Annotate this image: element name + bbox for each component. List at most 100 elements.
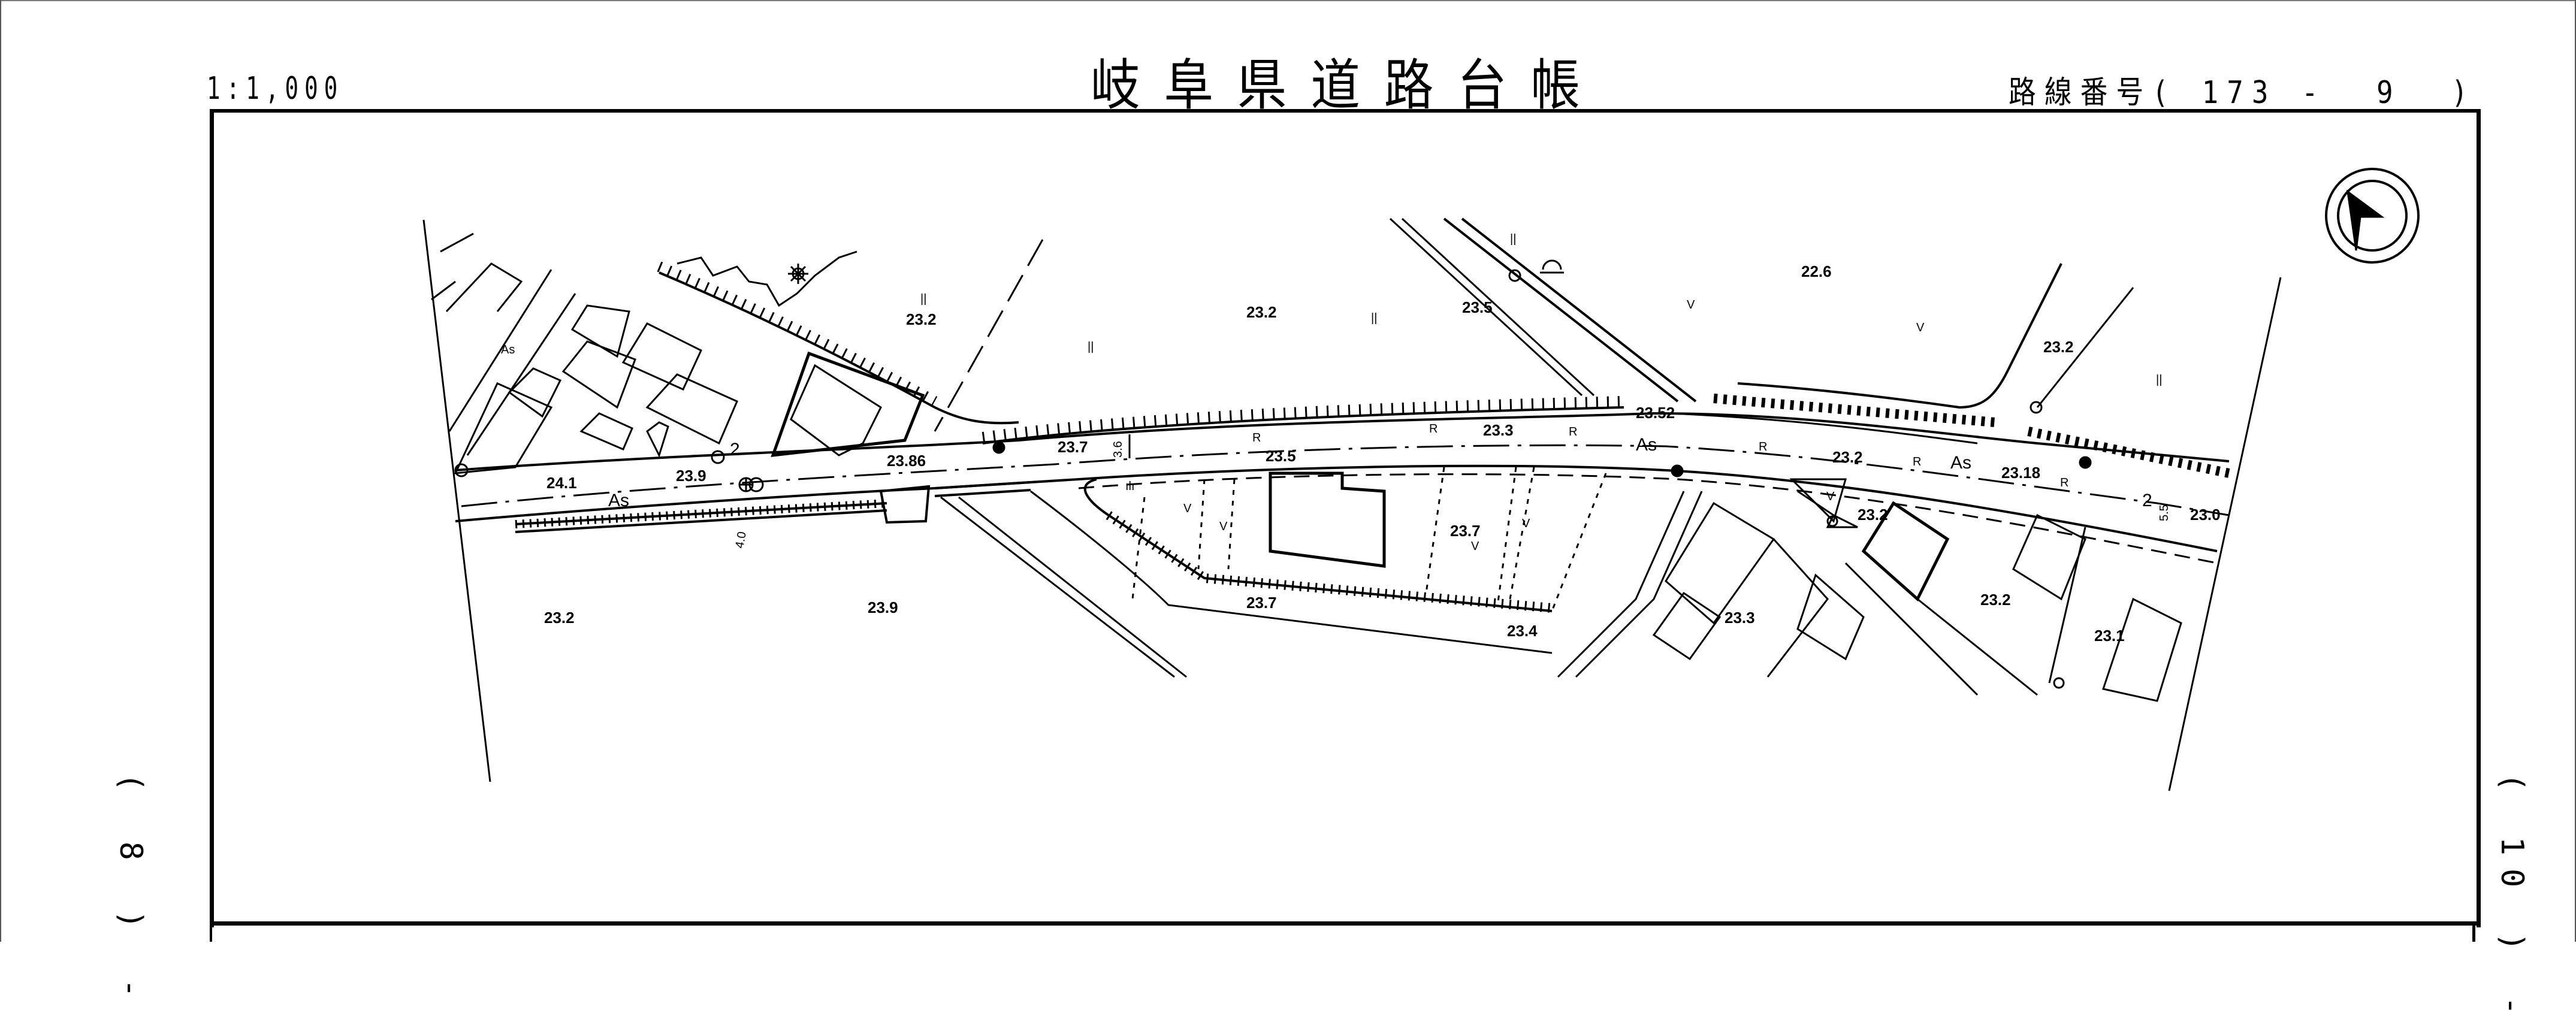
map-boundary-left [422, 219, 491, 782]
utility-pole-icon [992, 441, 1005, 454]
map-frame [210, 109, 2481, 927]
utility-pole-icon [1671, 464, 1684, 477]
retaining-wall-north [982, 406, 1624, 445]
lamp-icon [1508, 269, 1521, 282]
lamp-icon [454, 463, 469, 477]
road-centerline [461, 444, 2230, 516]
elevation-label: 23.18 [2001, 464, 2040, 482]
grass-symbol: || [920, 292, 926, 306]
hydrant-icon [748, 477, 764, 492]
map-boundary-right [2168, 277, 2282, 791]
page-edge-top [0, 0, 2576, 1]
bridge [879, 485, 931, 524]
road-edge-south-dashed [1078, 473, 2218, 564]
elevation-label: 24.1 [546, 474, 577, 492]
dimension-label: 5.5 [2158, 504, 2171, 521]
surface-label: As [501, 343, 515, 356]
field-symbol: V [1522, 517, 1530, 530]
slope-north [659, 271, 1019, 425]
route-number-label: 路線番号 [2009, 75, 2152, 111]
surface-label: As [1950, 453, 1971, 473]
elevation-label: 23.86 [887, 452, 926, 470]
south-lot-boundary [1083, 478, 1553, 612]
elevation-label: 23.3 [1725, 609, 1755, 627]
grass-symbol: || [2156, 373, 2162, 386]
elevation-label: 22.6 [1801, 262, 1832, 280]
elevation-label: 23.2 [1832, 448, 1863, 466]
map-frame-bottom [210, 921, 2477, 926]
route-number: 路線番号( 173 - 9 ) [2009, 67, 2477, 112]
buildings-west [431, 232, 738, 474]
road-mark: R [1913, 455, 1921, 468]
page-title: 岐阜県道路台帳 [1091, 53, 1604, 117]
grass-symbol: || [1088, 340, 1094, 353]
road-curve-east-inner [1671, 412, 1978, 445]
grass-symbol: || [1510, 232, 1516, 246]
field-symbol: V [1219, 520, 1228, 533]
road-mark: R [1429, 422, 1438, 436]
elevation-label: 23.0 [2190, 506, 2221, 524]
road-mark: R [1569, 425, 1577, 439]
lamp-icon [711, 450, 725, 464]
dimension-label: 3.6 [1112, 441, 1125, 458]
elevation-label: 23.2 [1980, 591, 2011, 609]
dimension-label: 2 [730, 440, 740, 459]
elevation-label: 23.9 [868, 598, 898, 616]
road-curve-east [1737, 263, 2062, 409]
map-scale: 1:1,000 [207, 71, 344, 107]
sun-icon [788, 264, 808, 284]
road-mark: R [2060, 476, 2068, 489]
south-lot-hatch [1106, 511, 1553, 613]
elevation-label: 23.4 [1507, 622, 1538, 640]
fenced-building [790, 364, 882, 456]
elevation-label: 23.1 [2094, 627, 2125, 645]
road-edge-north [455, 412, 2230, 471]
elevation-label: 23.2 [1858, 506, 1888, 524]
road-map: As As As As 23.2 23.2 22.6 23.5 23.2 24.… [422, 168, 2420, 791]
property-line-northeast [2036, 287, 2134, 408]
elevation-label: 23.7 [1246, 594, 1277, 612]
field-symbol: V [1916, 321, 1925, 334]
lamp-icon [2053, 677, 2065, 689]
elevation-label: 23.2 [1246, 303, 1277, 321]
elevation-label: 23.2 [906, 310, 937, 328]
fenced-lot [771, 351, 925, 457]
field-symbol: V [1826, 490, 1835, 503]
road-edge-south [455, 464, 2218, 552]
elevation-label: 23.2 [544, 609, 575, 627]
elevation-label: 23.5 [1266, 447, 1296, 465]
frame-divider-left [210, 924, 212, 942]
central-building [1269, 471, 1386, 568]
field-symbol: V [1471, 540, 1479, 553]
lamp-icon [1826, 515, 1838, 527]
next-sheet-dash: - [2494, 996, 2530, 1028]
elevation-label: 23.7 [1450, 522, 1481, 540]
road-northeast-b [1443, 217, 1697, 403]
elevation-label: 23.52 [1636, 404, 1675, 422]
dimension-label: 2 [2142, 491, 2152, 510]
lamp-icon [2030, 401, 2043, 414]
road-mark: R [1759, 440, 1767, 453]
lot-divisions [1131, 467, 1607, 612]
southwest-road [940, 490, 1553, 678]
dimension-label: 4.0 [733, 531, 748, 549]
elevation-label: 23.5 [1462, 298, 1493, 316]
stream-north [677, 250, 857, 307]
prev-sheet-dash: - [113, 978, 149, 1014]
traffic-island [1789, 478, 1847, 523]
grass-symbol: || [1371, 312, 1377, 325]
route-number-value: ( 173 - 9 ) [2152, 75, 2477, 111]
plant-symbol: ılı [1125, 480, 1135, 493]
buildings-southeast [1557, 490, 2182, 702]
sidewalk-south-east [934, 481, 1031, 497]
shrine-icon [1540, 259, 1564, 274]
surface-label: As [1636, 435, 1657, 455]
road-mark: R [1252, 431, 1261, 445]
dashed-property-line [934, 239, 1044, 432]
field-symbol: V [1183, 502, 1192, 515]
surface-label: As [608, 491, 629, 510]
field-symbol: V [1687, 298, 1695, 312]
elevation-label: 23.9 [676, 467, 706, 485]
elevation-label: 23.2 [2043, 338, 2074, 356]
sidewalk-south-west [515, 502, 887, 533]
